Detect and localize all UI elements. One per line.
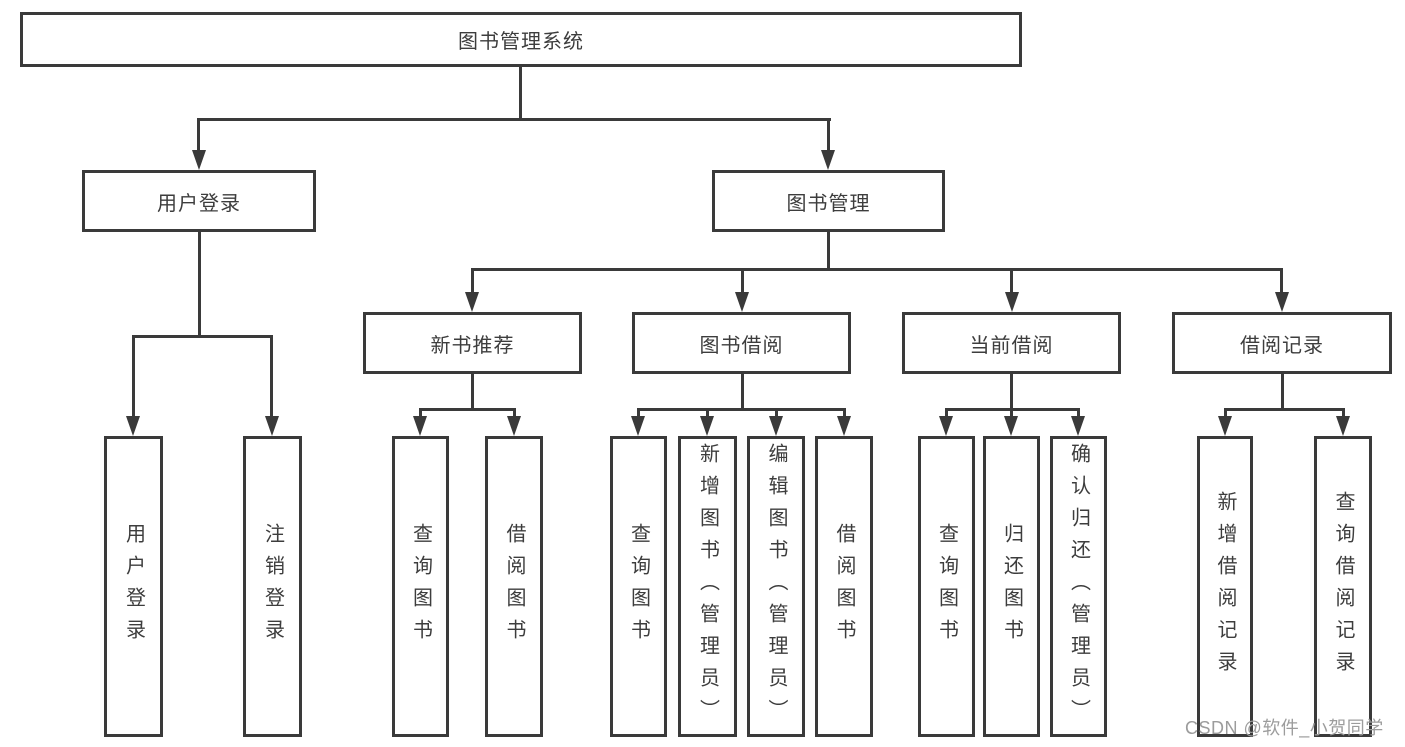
connector-line [513, 408, 516, 418]
connector-line [1010, 408, 1013, 418]
leaf-user-login: 用户登录 [104, 436, 163, 737]
csdn-watermark: CSDN @软件_小贺同学 [1185, 718, 1384, 738]
connector-line [197, 118, 200, 151]
arrowhead-icon [507, 416, 521, 436]
arrowhead-icon [735, 292, 749, 312]
leaf-label: 用户登录 [122, 522, 145, 651]
node-label: 新书推荐 [430, 334, 515, 357]
leaf-label: 编辑图书（管理员） [765, 442, 787, 731]
leaf-borrow-books: 借阅图书 [815, 436, 873, 737]
node-label: 用户登录 [157, 192, 241, 215]
leaf-query-books-recommend: 查询图书 [392, 436, 449, 737]
arrowhead-icon [631, 416, 645, 436]
arrowhead-icon [126, 416, 140, 436]
connector-line [132, 335, 273, 338]
connector-line [419, 408, 516, 411]
connector-line [827, 232, 830, 268]
leaf-borrow-books-recommend: 借阅图书 [485, 436, 543, 737]
connector-line [637, 408, 846, 411]
leaf-add-borrow-record: 新增借阅记录 [1197, 436, 1253, 737]
connector-line [1224, 408, 1227, 418]
node-current-borrowing: 当前借阅 [902, 312, 1121, 374]
connector-line [471, 268, 474, 293]
leaf-label: 查询借阅记录 [1332, 490, 1354, 683]
arrowhead-icon [265, 416, 279, 436]
leaf-query-books-borrowing: 查询图书 [610, 436, 667, 737]
leaf-label: 新增借阅记录 [1214, 490, 1236, 683]
node-label: 借阅记录 [1240, 334, 1324, 357]
leaf-query-borrow-record: 查询借阅记录 [1314, 436, 1372, 737]
arrowhead-icon [1336, 416, 1350, 436]
node-book-borrowing: 图书借阅 [632, 312, 851, 374]
connector-line [1281, 374, 1284, 411]
connector-line [741, 268, 744, 293]
leaf-add-books-admin: 新增图书（管理员） [678, 436, 737, 737]
node-label: 图书管理 [786, 192, 871, 215]
connector-line [471, 268, 1283, 271]
arrowhead-icon [1005, 292, 1019, 312]
connector-line [775, 408, 778, 418]
leaf-label: 新增图书（管理员） [696, 442, 719, 731]
node-label: 当前借阅 [969, 334, 1054, 357]
leaf-return-books: 归还图书 [983, 436, 1040, 737]
arrowhead-icon [413, 416, 427, 436]
node-book-management: 图书管理 [712, 170, 945, 232]
connector-line [945, 408, 948, 418]
leaf-label: 借阅图书 [833, 522, 855, 651]
connector-line [741, 374, 744, 411]
arrowhead-icon [1218, 416, 1232, 436]
node-label: 图书借阅 [699, 334, 784, 357]
leaf-label: 查询图书 [627, 522, 650, 651]
arrowhead-icon [1275, 292, 1289, 312]
leaf-label: 归还图书 [1000, 522, 1023, 651]
connector-line [197, 118, 831, 121]
connector-line [1010, 268, 1013, 293]
arrowhead-icon [1071, 416, 1085, 436]
connector-line [706, 408, 709, 418]
leaf-edit-books-admin: 编辑图书（管理员） [747, 436, 805, 737]
node-user-login: 用户登录 [82, 170, 316, 232]
arrowhead-icon [192, 150, 206, 170]
connector-line [1010, 374, 1013, 411]
node-borrowing-records: 借阅记录 [1172, 312, 1392, 374]
leaf-query-books-current: 查询图书 [918, 436, 975, 737]
leaf-confirm-return-admin: 确认归还（管理员） [1050, 436, 1107, 737]
connector-line [1342, 408, 1345, 418]
connector-line [1280, 268, 1283, 293]
connector-line [419, 408, 422, 418]
connector-line [843, 408, 846, 418]
leaf-logout: 注销登录 [243, 436, 302, 737]
connector-line [519, 67, 522, 118]
leaf-label: 借阅图书 [503, 522, 525, 651]
node-label: 图书管理系统 [458, 31, 584, 53]
connector-line [1224, 408, 1345, 411]
connector-line [637, 408, 640, 418]
leaf-label: 确认归还（管理员） [1067, 442, 1090, 731]
leaf-label: 查询图书 [935, 522, 958, 651]
arrowhead-icon [465, 292, 479, 312]
arrowhead-icon [837, 416, 851, 436]
arrowhead-icon [821, 150, 835, 170]
connector-line [198, 232, 201, 335]
node-library-management-system: 图书管理系统 [20, 12, 1022, 67]
connector-line [270, 335, 273, 417]
connector-line [471, 374, 474, 411]
connector-line [132, 335, 135, 417]
leaf-label: 查询图书 [409, 522, 432, 651]
arrowhead-icon [1004, 416, 1018, 436]
leaf-label: 注销登录 [261, 522, 284, 651]
connector-line [827, 118, 830, 151]
arrowhead-icon [939, 416, 953, 436]
connector-line [1077, 408, 1080, 418]
arrowhead-icon [700, 416, 714, 436]
arrowhead-icon [769, 416, 783, 436]
node-new-book-recommend: 新书推荐 [363, 312, 582, 374]
